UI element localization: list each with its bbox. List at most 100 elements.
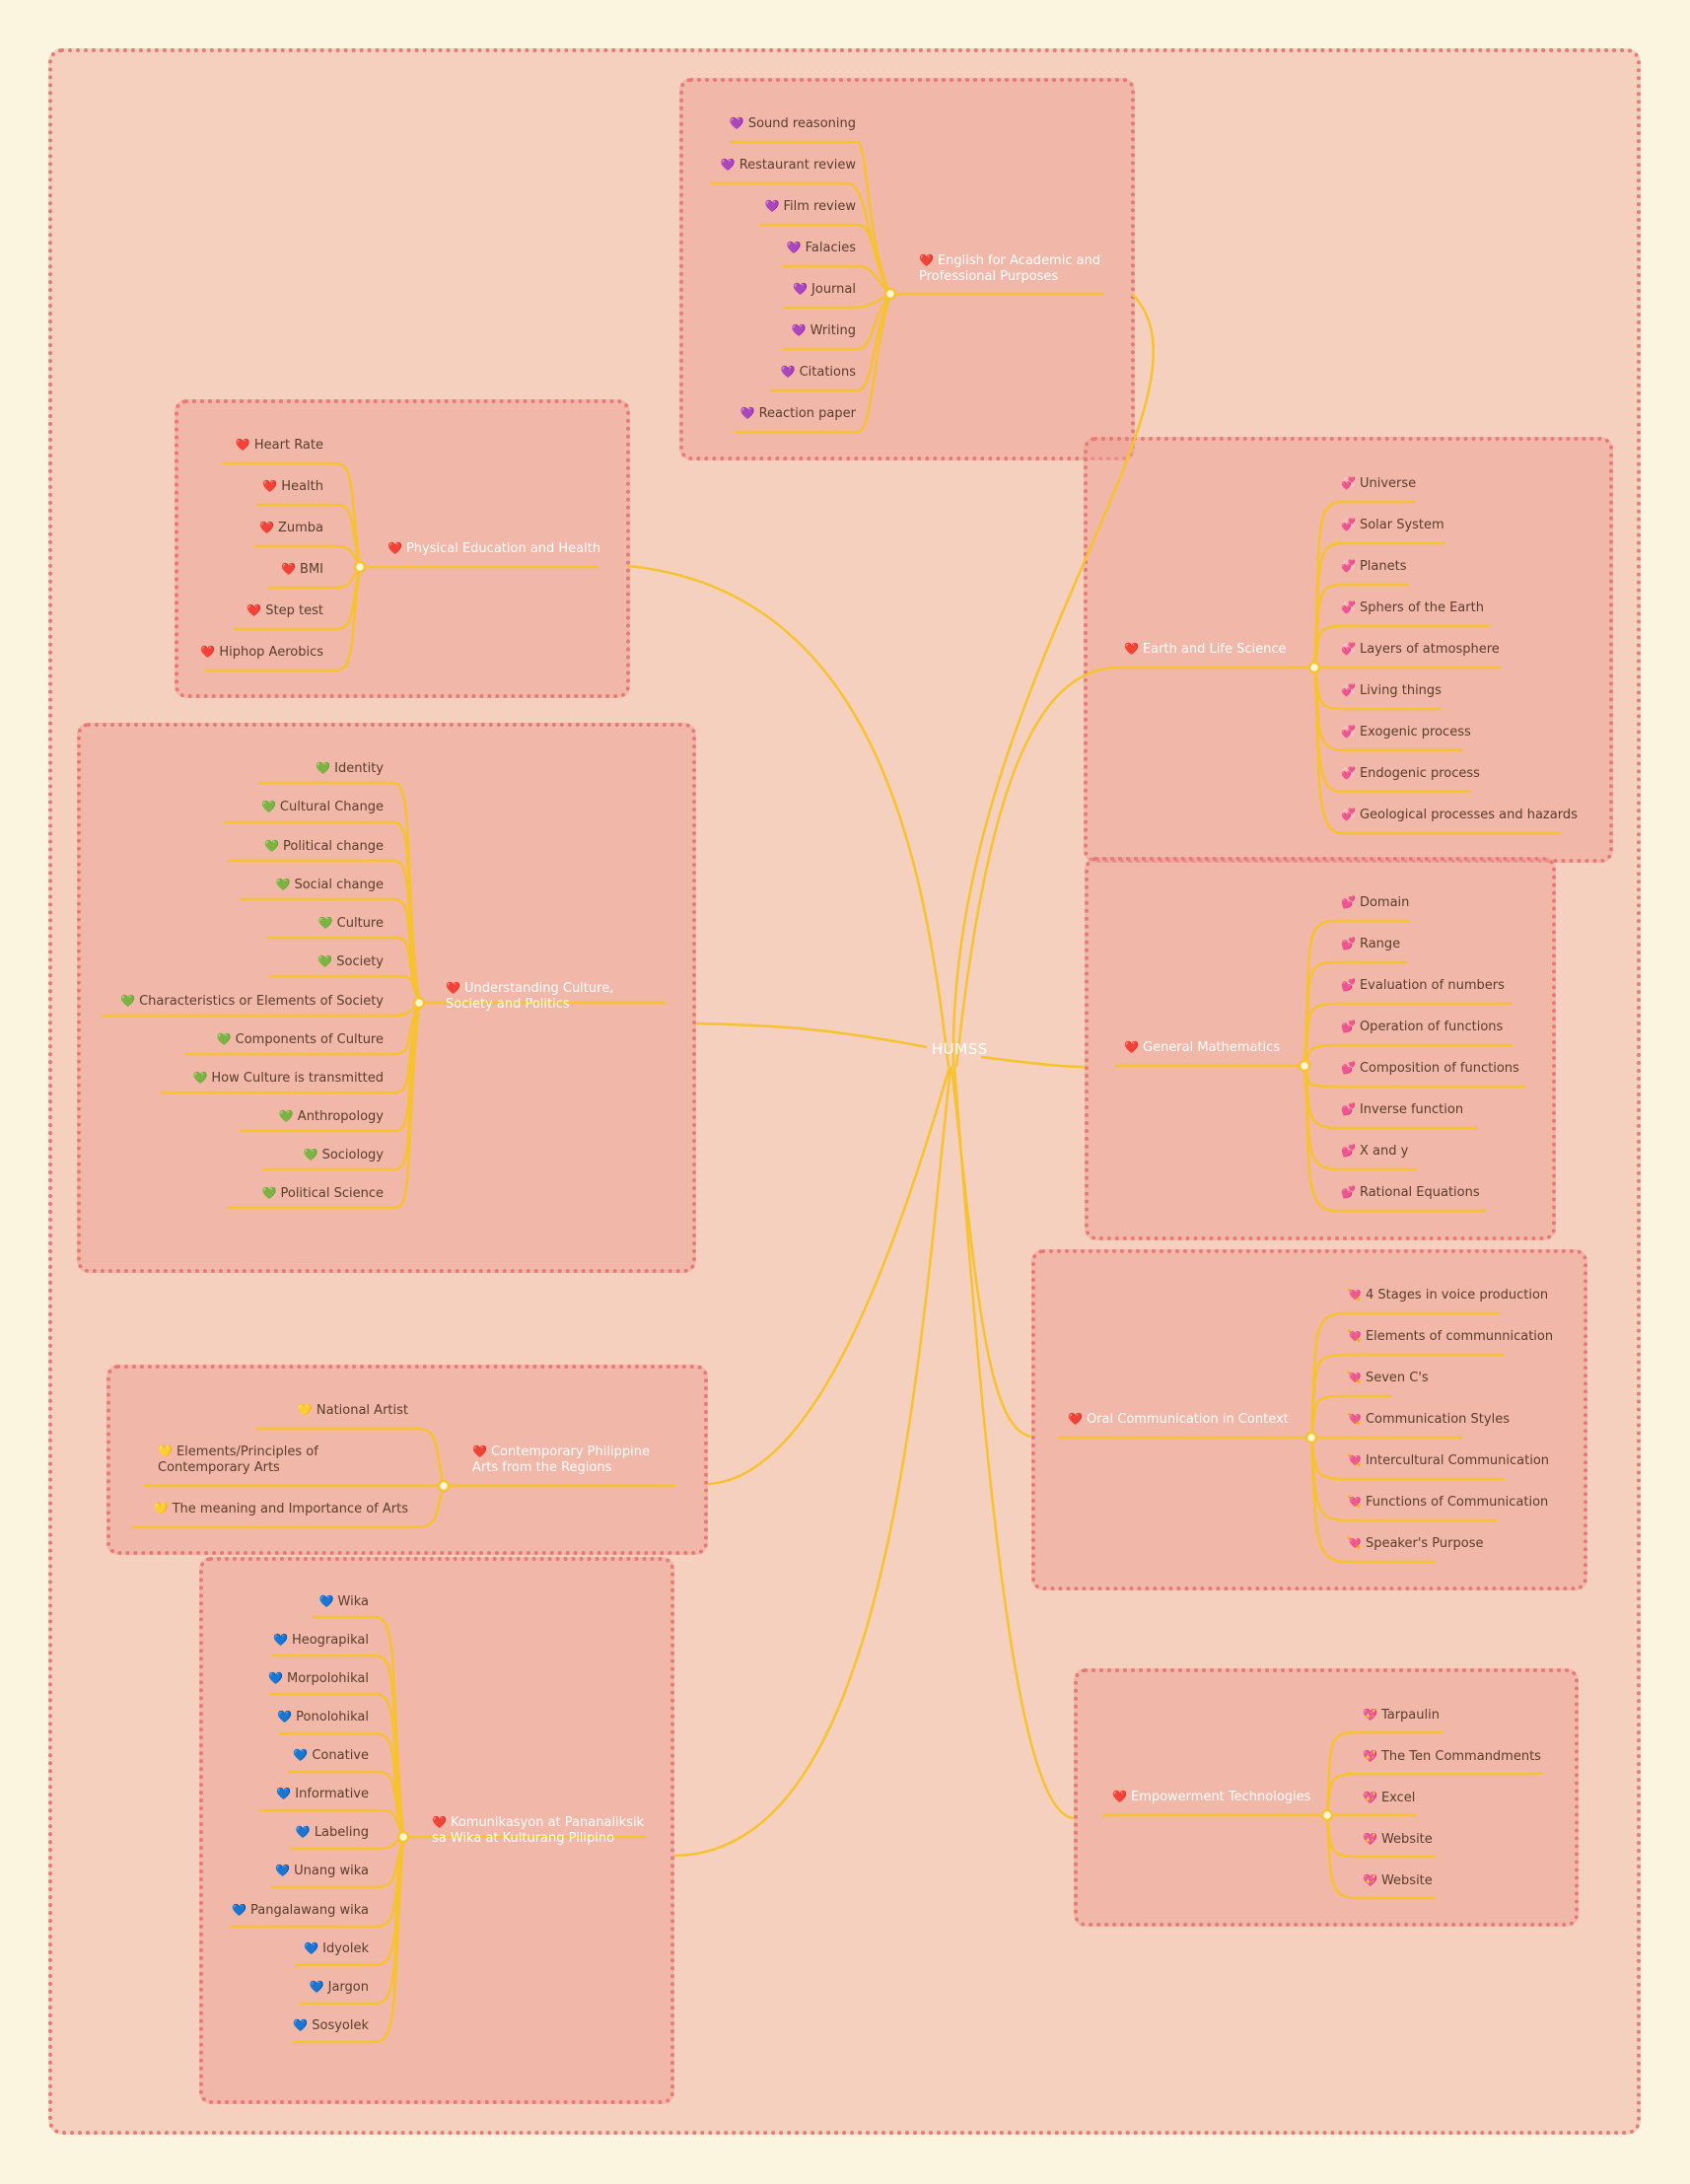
red-heart-icon: ❤️ (446, 981, 460, 995)
list-item[interactable]: 💙Ponolohikal (277, 1710, 369, 1725)
list-item[interactable]: 💙Wika (318, 1594, 369, 1609)
list-item[interactable]: 💖Website (1363, 1873, 1433, 1888)
list-item[interactable]: 💘4 Stages in voice production (1347, 1288, 1549, 1303)
list-item[interactable]: 💜Citations (780, 365, 856, 380)
list-item[interactable]: 💙Morpolohikal (268, 1671, 369, 1686)
topic-label: Understanding Culture, Society and Polit… (446, 981, 614, 1012)
list-item[interactable]: 💚How Culture is transmitted (192, 1071, 384, 1086)
list-item[interactable]: 💚Cultural Change (260, 800, 384, 814)
blue-heart-icon: 💙 (293, 2018, 309, 2032)
list-item[interactable]: 💞Layers of atmosphere (1341, 642, 1500, 657)
list-item[interactable]: 💘Intercultural Communication (1347, 1453, 1550, 1468)
list-item[interactable]: ❤️Health (262, 479, 323, 494)
list-item[interactable]: 💛Elements/Principles of Contemporary Art… (158, 1444, 318, 1475)
list-item[interactable]: 💖Excel (1363, 1791, 1416, 1805)
list-item[interactable]: 💕Range (1341, 937, 1401, 951)
list-item[interactable]: 💞Geological processes and hazards (1341, 808, 1578, 822)
topic-label: Physical Education and Health (405, 541, 601, 556)
list-item[interactable]: 💛National Artist (297, 1403, 408, 1418)
list-item[interactable]: 💜Falacies (786, 241, 856, 255)
list-item[interactable]: 💜Reaction paper (739, 406, 856, 421)
list-item[interactable]: 💘Communication Styles (1347, 1412, 1510, 1427)
list-item[interactable]: 💜Journal (793, 282, 856, 297)
list-item[interactable]: 💜Sound reasoning (729, 116, 856, 131)
sparkling-heart-icon: 💖 (1363, 1749, 1377, 1763)
list-item[interactable]: 💜Restaurant review (720, 158, 856, 173)
list-item[interactable]: 💕Evaluation of numbers (1341, 978, 1505, 993)
list-item[interactable]: 💛The meaning and Importance of Arts (153, 1502, 408, 1516)
topic-math[interactable]: ❤️General Mathematics (1124, 1039, 1280, 1056)
revolving-hearts-icon: 💞 (1341, 476, 1356, 490)
list-item[interactable]: 💞Solar System (1341, 518, 1444, 532)
list-item[interactable]: 💚Sociology (303, 1148, 384, 1162)
blue-heart-icon: 💙 (276, 1787, 292, 1800)
list-item[interactable]: 💙Unang wika (275, 1864, 369, 1878)
list-item[interactable]: 💙Labeling (295, 1825, 369, 1840)
topic-ucsp[interactable]: ❤️Understanding Culture, Society and Pol… (446, 980, 663, 1013)
topic-english[interactable]: ❤️English for Academic and Professional … (919, 252, 1106, 285)
list-item[interactable]: 💚Culture (317, 916, 384, 931)
red-heart-icon: ❤️ (259, 521, 274, 534)
red-heart-icon: ❤️ (1068, 1412, 1083, 1426)
list-item[interactable]: 💕Rational Equations (1341, 1185, 1480, 1200)
list-item[interactable]: 💕Operation of functions (1341, 1020, 1504, 1034)
list-item[interactable]: 💙Pangalawang wika (232, 1903, 369, 1918)
list-item[interactable]: 💚Identity (316, 761, 384, 776)
green-heart-icon: 💚 (120, 994, 136, 1008)
list-item[interactable]: ❤️BMI (281, 562, 323, 577)
list-item[interactable]: ❤️Heart Rate (235, 438, 323, 453)
list-item[interactable]: 💜Writing (791, 323, 856, 338)
topic-empow[interactable]: ❤️Empowerment Technologies (1112, 1789, 1310, 1805)
list-item[interactable]: 💙Idyolek (304, 1941, 369, 1956)
topic-pe[interactable]: ❤️Physical Education and Health (387, 540, 600, 557)
list-item[interactable]: 💘Functions of Communication (1347, 1495, 1549, 1510)
list-item[interactable]: 💙Heograpikal (273, 1633, 369, 1648)
red-heart-icon: ❤️ (1124, 642, 1139, 656)
topic-komu[interactable]: ❤️Komunikasyon at Pananaliksik sa Wika a… (432, 1814, 649, 1847)
list-item[interactable]: 💚Social change (275, 878, 384, 892)
list-item[interactable]: 💚Characteristics or Elements of Society (120, 994, 384, 1009)
list-item[interactable]: 💞Universe (1341, 476, 1417, 491)
list-item[interactable]: ❤️Hiphop Aerobics (200, 645, 323, 660)
green-heart-icon: 💚 (317, 954, 333, 968)
topic-oral[interactable]: ❤️Oral Communication in Context (1068, 1411, 1289, 1428)
list-item[interactable]: 💚Anthropology (278, 1109, 384, 1124)
list-item[interactable]: 💞Sphers of the Earth (1341, 600, 1484, 615)
list-item[interactable]: 💞Living things (1341, 683, 1442, 698)
list-item[interactable]: 💞Planets (1341, 559, 1407, 574)
list-item[interactable]: 💚Society (317, 954, 384, 969)
topic-label: Oral Communication in Context (1086, 1412, 1289, 1427)
list-item[interactable]: 💜Film review (764, 199, 857, 214)
list-item[interactable]: 💙Informative (276, 1787, 369, 1801)
list-item[interactable]: 💕Domain (1341, 895, 1410, 910)
topic-arts[interactable]: ❤️Contemporary Philippine Arts from the … (472, 1444, 679, 1476)
list-item[interactable]: 💖The Ten Commandments (1363, 1749, 1541, 1764)
list-item[interactable]: 💘Seven C's (1347, 1371, 1429, 1385)
yellow-heart-icon: 💛 (297, 1403, 313, 1417)
red-heart-icon: ❤️ (235, 438, 250, 452)
list-item[interactable]: ❤️Step test (246, 603, 323, 618)
list-item[interactable]: 💚Political change (264, 839, 384, 854)
central-topic[interactable]: HUMSS (932, 1040, 988, 1058)
red-heart-icon: ❤️ (1112, 1790, 1127, 1803)
list-item[interactable]: 💘Speaker's Purpose (1347, 1536, 1484, 1551)
list-item[interactable]: 💚Components of Culture (216, 1032, 384, 1047)
list-item[interactable]: 💕X and y (1341, 1144, 1409, 1159)
list-item[interactable]: 💖Website (1363, 1832, 1433, 1847)
list-item[interactable]: 💙Conative (293, 1748, 369, 1763)
list-item[interactable]: 💙Jargon (309, 1980, 369, 1995)
blue-heart-icon: 💙 (268, 1671, 283, 1685)
list-item[interactable]: 💚Political Science (261, 1186, 384, 1201)
list-item[interactable]: 💞Exogenic process (1341, 725, 1471, 740)
list-item[interactable]: 💙Sosyolek (293, 2018, 369, 2033)
list-item[interactable]: 💘Elements of communnication (1347, 1329, 1554, 1344)
list-item[interactable]: 💕Inverse function (1341, 1102, 1464, 1117)
list-item[interactable]: 💞Endogenic process (1341, 766, 1480, 781)
list-item[interactable]: 💖Tarpaulin (1363, 1708, 1440, 1723)
revolving-hearts-icon: 💞 (1341, 559, 1356, 573)
list-item[interactable]: 💕Composition of functions (1341, 1061, 1519, 1076)
red-heart-icon: ❤️ (281, 562, 297, 576)
topic-earth[interactable]: ❤️Earth and Life Science (1124, 641, 1287, 658)
sparkling-heart-icon: 💖 (1363, 1832, 1377, 1846)
list-item[interactable]: ❤️Zumba (259, 521, 323, 535)
